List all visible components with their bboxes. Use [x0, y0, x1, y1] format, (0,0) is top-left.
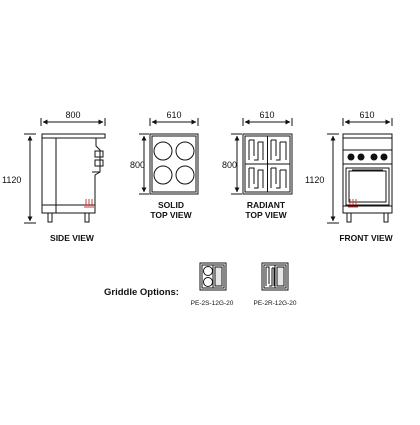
radiant-width-dimension [242, 118, 293, 126]
griddle-solid-outline [199, 262, 227, 291]
side-height-label: 1120 [2, 175, 21, 185]
radiant-element-back-left [248, 139, 264, 161]
oven-door-inner [348, 170, 387, 203]
front-leg-right [383, 212, 389, 223]
radiant-width-label: 610 [259, 110, 274, 120]
radiant-cooktop-outline [242, 133, 293, 195]
radiant-caption-line1: RADIANT [247, 200, 286, 210]
solid-width-label: 610 [166, 110, 181, 120]
griddle-model-radiant: PE-2R-12G-20 [254, 300, 297, 307]
solid-hotplate-front-left [153, 165, 173, 185]
radiant-top-view [231, 118, 293, 195]
control-knob-4-icon [380, 153, 388, 161]
front-heat-symbol [348, 199, 358, 208]
griddle-radiant-outline [261, 262, 289, 291]
griddle-plate-icon [214, 266, 223, 287]
griddle-option-radiant [261, 262, 289, 291]
radiant-element-front-left [248, 167, 264, 189]
radiant-depth-label: 800 [222, 160, 237, 170]
radiant-element-front-right [270, 167, 287, 189]
solid-top-view [139, 118, 199, 195]
solid-depth-label: 800 [130, 160, 145, 170]
oven-door-outline [345, 167, 390, 206]
radiant-caption-line2: TOP VIEW [245, 210, 287, 220]
solid-hotplate-front-right [175, 165, 195, 185]
griddle-radiant-element-icon [265, 266, 275, 287]
solid-hotplate-back-right [175, 141, 195, 161]
front-height-dimension [327, 133, 339, 224]
control-knob-2-icon [357, 153, 365, 161]
griddle-solid-plate-front-icon [203, 277, 213, 287]
griddle-model-solid: PE-2S-12G-20 [191, 300, 234, 307]
solid-hotplate-back-left [153, 141, 173, 161]
side-heat-symbol [84, 199, 94, 208]
front-view-caption: FRONT VIEW [339, 233, 393, 243]
solid-caption-line2: TOP VIEW [150, 210, 192, 220]
front-top-rail [342, 133, 393, 139]
radiant-depth-dimension [231, 133, 242, 195]
front-height-label: 1120 [305, 175, 324, 185]
griddle-plate-icon-2 [276, 266, 285, 287]
front-body-outline [342, 137, 393, 214]
front-width-label: 610 [359, 110, 374, 120]
solid-caption-line1: SOLID [158, 200, 184, 210]
solid-cooktop-inner [151, 135, 197, 193]
side-view [24, 118, 106, 224]
side-height-dimension [24, 133, 36, 224]
control-knob-3-icon [370, 153, 378, 161]
control-knob-1-icon [347, 153, 355, 161]
front-width-dimension [342, 118, 393, 126]
griddle-options-label: Griddle Options: [104, 287, 179, 298]
solid-cooktop-outline [149, 133, 199, 195]
side-width-dimension [40, 118, 106, 126]
solid-depth-dimension [139, 133, 149, 195]
griddle-option-solid [199, 262, 227, 291]
front-control-panel [342, 149, 393, 165]
side-width-label: 800 [65, 110, 80, 120]
side-body-outline [41, 133, 106, 223]
front-leg-left [346, 212, 352, 223]
griddle-solid-plate-back-icon [203, 266, 213, 276]
front-view [327, 118, 393, 224]
radiant-element-back-right [270, 139, 287, 161]
solid-width-dimension [149, 118, 199, 126]
side-view-caption: SIDE VIEW [50, 233, 95, 243]
